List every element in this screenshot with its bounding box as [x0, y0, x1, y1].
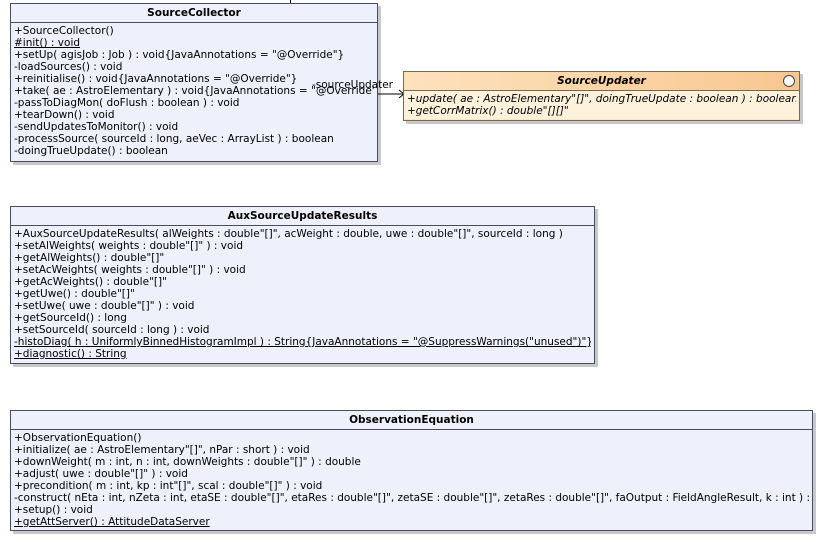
operation-row[interactable]: -doingTrueUpdate() : boolean — [14, 145, 168, 157]
class-observation-equation[interactable]: ObservationEquation +ObservationEquation… — [10, 410, 813, 531]
operation-row[interactable]: -loadSources() : void — [14, 61, 123, 73]
operations-compartment: +update( ae : AstroElementary"[]", doing… — [404, 91, 799, 119]
operation-row[interactable]: +getAcWeights() : double"[]" — [14, 276, 167, 288]
operation-row[interactable]: +update( ae : AstroElementary"[]", doing… — [407, 93, 796, 105]
operation-row[interactable]: +setUwe( uwe : double"[]" ) : void — [14, 300, 195, 312]
operation-row[interactable]: -sendUpdatesToMonitor() : void — [14, 121, 179, 133]
operation-row[interactable]: +setAlWeights( weights : double"[]" ) : … — [14, 240, 244, 252]
association-label: -sourceUpdater — [312, 79, 394, 91]
operations-compartment: +SourceCollector()#init() : void+setUp( … — [11, 23, 377, 159]
class-aux-source-update-results[interactable]: AuxSourceUpdateResults +AuxSourceUpdateR… — [10, 206, 595, 364]
operation-row[interactable]: #init() : void — [14, 37, 81, 49]
class-source-collector[interactable]: SourceCollector +SourceCollector()#init(… — [10, 3, 378, 162]
operation-row[interactable]: +diagnostic() : String — [14, 348, 127, 360]
operation-row[interactable]: +downWeight( m : int, n : int, downWeigh… — [14, 456, 361, 468]
operation-row[interactable]: -construct( nEta : int, nZeta : int, eta… — [14, 492, 809, 504]
operation-row[interactable]: +initialize( ae : AstroElementary"[]", n… — [14, 444, 310, 456]
interface-name: SourceUpdater — [404, 72, 799, 91]
class-name: ObservationEquation — [11, 411, 812, 430]
operation-row[interactable]: +getAttServer() : AttitudeDataServer — [14, 516, 210, 528]
operation-row[interactable]: +setSourceId( sourceId : long ) : void — [14, 324, 210, 336]
operation-row[interactable]: -processSource( sourceId : long, aeVec :… — [14, 133, 334, 145]
operation-row[interactable]: +getAlWeights() : double"[]" — [14, 252, 165, 264]
operation-row[interactable]: +adjust( uwe : double"[]" ) : void — [14, 468, 188, 480]
operation-row[interactable]: +getCorrMatrix() : double"[][]" — [407, 105, 569, 117]
operations-compartment: +AuxSourceUpdateResults( alWeights : dou… — [11, 226, 594, 362]
operation-row[interactable]: +reinitialise() : void{JavaAnnotations =… — [14, 73, 298, 85]
incoming-edge-fragment — [290, 0, 291, 3]
operation-row[interactable]: +setUp( agisJob : Job ) : void{JavaAnnot… — [14, 49, 345, 61]
operation-row[interactable]: -passToDiagMon( doFlush : boolean ) : vo… — [14, 97, 240, 109]
operation-row[interactable]: +getSourceId() : long — [14, 312, 127, 324]
operation-row[interactable]: +setup() : void — [14, 504, 93, 516]
operations-compartment: +ObservationEquation()+initialize( ae : … — [11, 430, 812, 530]
operation-row[interactable]: +setAcWeights( weights : double"[]" ) : … — [14, 264, 246, 276]
operation-row[interactable]: +AuxSourceUpdateResults( alWeights : dou… — [14, 228, 563, 240]
operation-row[interactable]: -histoDiag( h : UniformlyBinnedHistogram… — [14, 336, 591, 348]
interface-lollipop-icon — [783, 75, 795, 87]
operation-row[interactable]: +getUwe() : double"[]" — [14, 288, 135, 300]
interface-source-updater[interactable]: SourceUpdater +update( ae : AstroElement… — [403, 71, 800, 121]
operation-row[interactable]: +SourceCollector() — [14, 25, 114, 37]
operation-row[interactable]: +precondition( m : int, kp : int"[]", sc… — [14, 480, 323, 492]
operation-row[interactable]: +ObservationEquation() — [14, 432, 142, 444]
operation-row[interactable]: +take( ae : AstroElementary ) : void{Jav… — [14, 85, 374, 97]
operation-row[interactable]: +tearDown() : void — [14, 109, 115, 121]
class-name: SourceCollector — [11, 4, 377, 23]
class-name: AuxSourceUpdateResults — [11, 207, 594, 226]
